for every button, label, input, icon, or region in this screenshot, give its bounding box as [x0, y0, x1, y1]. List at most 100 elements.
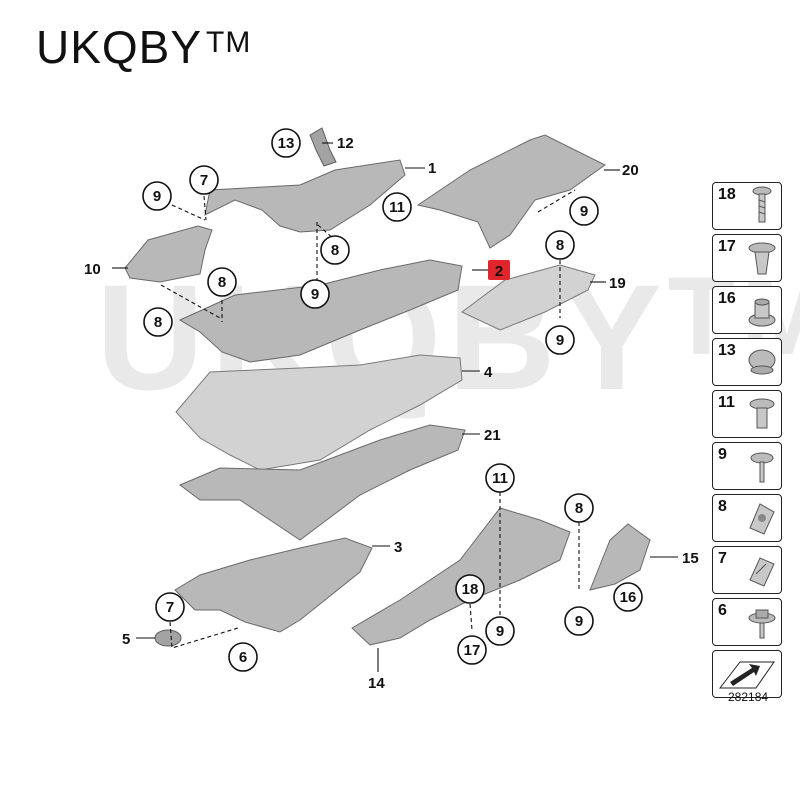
svg-text:9: 9 — [556, 332, 564, 349]
callout-8b: 8 — [143, 307, 173, 337]
legend-number: 11 — [718, 394, 735, 411]
svg-text:8: 8 — [218, 274, 226, 291]
callout-7b: 7 — [155, 592, 185, 622]
legend-cell-11: 11 — [712, 390, 782, 438]
svg-text:12: 12 — [337, 135, 354, 152]
legend-cell-18: 18 — [712, 182, 782, 230]
cap-plug-icon — [748, 349, 776, 375]
part-15-bracket — [589, 523, 651, 591]
legend-cell-9: 9 — [712, 442, 782, 490]
callout-5: 5 — [122, 631, 130, 648]
dash-8a — [317, 224, 336, 241]
dash-9c — [537, 189, 576, 213]
callout-13: 13 — [271, 128, 301, 158]
callout-20: 20 — [622, 162, 639, 179]
svg-text:11: 11 — [492, 470, 508, 487]
legend-cell-footer — [712, 650, 782, 698]
callout-21: 21 — [484, 427, 501, 444]
svg-text:5: 5 — [122, 631, 130, 648]
legend-number: 9 — [718, 446, 727, 463]
svg-text:14: 14 — [368, 675, 385, 692]
part-3-shield — [174, 537, 373, 633]
svg-text:2: 2 — [495, 263, 503, 280]
callout-9a: 9 — [142, 181, 172, 211]
svg-text:9: 9 — [575, 613, 583, 630]
legend-number: 16 — [718, 290, 736, 307]
callout-19: 19 — [609, 275, 626, 292]
part-21-shield — [179, 424, 466, 541]
legend-number: 17 — [718, 238, 736, 255]
svg-text:7: 7 — [200, 172, 208, 189]
legend-cell-13: 13 — [712, 338, 782, 386]
callout-1: 1 — [428, 160, 436, 177]
svg-text:20: 20 — [622, 162, 639, 179]
part-14-panel — [351, 507, 571, 646]
fastener-legend: 18 17 16 13 11 9 8 7 6 — [712, 182, 782, 702]
legend-number: 6 — [718, 602, 727, 619]
callout-9f: 9 — [485, 616, 515, 646]
part-10-panel — [124, 225, 213, 283]
part-2-shield — [178, 259, 463, 363]
brand-trademark: TM — [206, 26, 252, 59]
legend-cell-7: 7 — [712, 546, 782, 594]
svg-text:9: 9 — [580, 203, 588, 220]
svg-text:13: 13 — [278, 135, 295, 152]
svg-text:21: 21 — [484, 427, 501, 444]
legend-number: 13 — [718, 342, 736, 359]
screw-icon — [752, 186, 772, 223]
callout-14: 14 — [368, 675, 385, 692]
callout-8e: 8 — [564, 493, 594, 523]
callout-18: 18 — [455, 574, 485, 604]
diagram-code: 282184 — [728, 690, 769, 704]
legend-cell-6: 6 — [712, 598, 782, 646]
spring-nut-icon — [749, 503, 775, 535]
nut-icon — [748, 298, 776, 327]
legend-cell-17: 17 — [712, 234, 782, 282]
svg-text:7: 7 — [166, 599, 174, 616]
callout-4: 4 — [484, 364, 493, 381]
svg-text:9: 9 — [153, 188, 161, 205]
callout-7a: 7 — [189, 165, 219, 195]
callout-9d: 9 — [545, 325, 575, 355]
part-4-shield — [175, 354, 463, 471]
dash-7b — [169, 621, 239, 649]
callout-8a: 8 — [320, 235, 350, 265]
part-5-clip — [154, 629, 182, 647]
callout-9e: 9 — [564, 606, 594, 636]
callout-6: 6 — [228, 642, 258, 672]
legend-number: 7 — [718, 550, 727, 567]
svg-text:10: 10 — [84, 261, 101, 278]
svg-text:8: 8 — [575, 500, 583, 517]
legend-number: 18 — [718, 186, 736, 203]
arrow-panel-icon — [718, 661, 775, 689]
part-19-panel — [461, 264, 596, 331]
hex-screw-icon — [750, 452, 774, 483]
svg-text:8: 8 — [331, 242, 339, 259]
svg-text:8: 8 — [154, 314, 162, 331]
svg-text:3: 3 — [394, 539, 402, 556]
legend-cell-8: 8 — [712, 494, 782, 542]
callout-2: 2 — [488, 260, 510, 280]
svg-text:16: 16 — [620, 589, 637, 606]
svg-text:15: 15 — [682, 550, 699, 567]
spring-clip-icon — [749, 557, 775, 587]
callout-11b: 11 — [485, 463, 515, 493]
callout-12: 12 — [337, 135, 354, 152]
svg-text:17: 17 — [464, 642, 481, 659]
clip-nut-icon — [749, 398, 775, 429]
part-12-bracket — [309, 127, 337, 167]
callout-8d: 8 — [545, 230, 575, 260]
callout-11a: 11 — [382, 192, 412, 222]
dash-9a — [171, 204, 206, 221]
legend-cell-16: 16 — [712, 286, 782, 334]
callout-3: 3 — [394, 539, 402, 556]
callout-17: 17 — [457, 635, 487, 665]
callout-9c: 9 — [569, 196, 599, 226]
flange-bolt-icon — [748, 609, 776, 639]
callout-16: 16 — [613, 582, 643, 612]
part-1-shield — [204, 159, 406, 233]
svg-text:19: 19 — [609, 275, 626, 292]
expansion-rivet-icon — [748, 242, 776, 275]
